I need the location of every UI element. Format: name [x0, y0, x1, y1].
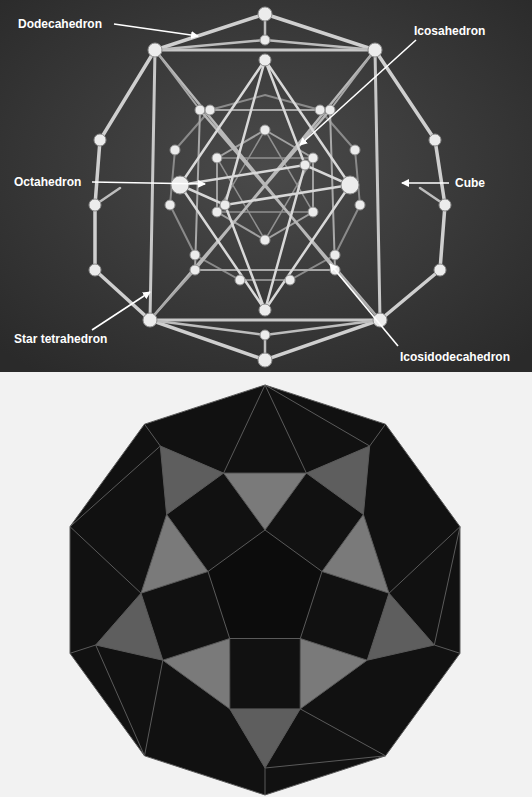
solid-polyhedron: [70, 385, 460, 795]
leader-lines: [92, 24, 449, 346]
part-label: Icosahedron: [414, 24, 485, 38]
part-label: Icosidodecahedron: [400, 350, 510, 364]
connector-balls: [89, 7, 451, 367]
photo-ground: [0, 0, 532, 372]
wireframe-model: [95, 14, 445, 360]
part-label: Cube: [455, 176, 485, 190]
part-label: Octahedron: [14, 175, 81, 189]
part-label: Star tetrahedron: [14, 332, 107, 346]
part-label: Dodecahedron: [18, 17, 102, 31]
